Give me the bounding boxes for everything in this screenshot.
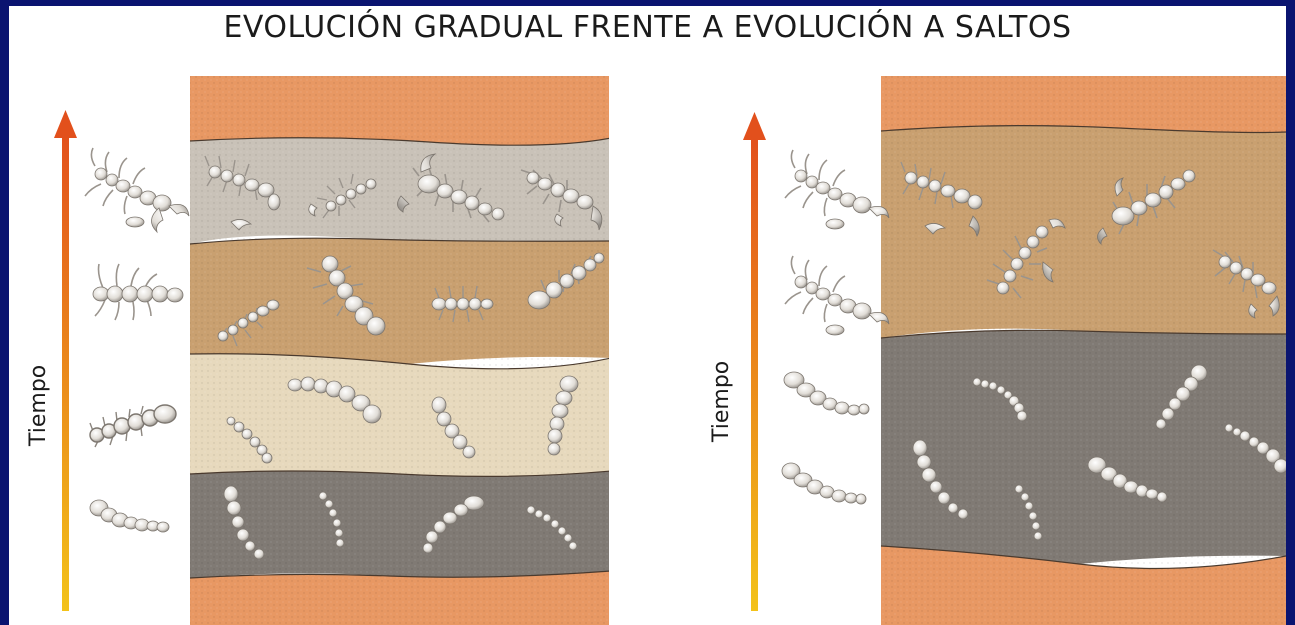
scorpion-column-specimen bbox=[785, 256, 889, 335]
figure-frame: EVOLUCIÓN GRADUAL FRENTE A EVOLUCIÓN A S… bbox=[9, 6, 1286, 625]
time-arrow-right bbox=[743, 112, 766, 611]
scorpion-column-specimen bbox=[785, 150, 889, 229]
worm-column-specimen bbox=[782, 463, 866, 504]
saltos-panel: Tiempo bbox=[699, 76, 1286, 625]
gradual-diagram bbox=[9, 76, 609, 625]
saltos-diagram bbox=[699, 76, 1286, 625]
time-axis-label-right: Tiempo bbox=[709, 361, 734, 442]
gradual-panel: Tiempo bbox=[9, 76, 609, 625]
scorpion-column-specimen bbox=[85, 148, 189, 232]
time-arrow-left bbox=[54, 110, 77, 611]
short-legged-column-specimen bbox=[90, 405, 176, 447]
worm-column-specimen bbox=[784, 372, 869, 415]
figure-title: EVOLUCIÓN GRADUAL FRENTE A EVOLUCIÓN A S… bbox=[9, 10, 1286, 45]
strata-right bbox=[881, 76, 1286, 625]
many-legged-column-specimen bbox=[93, 264, 183, 320]
worm-column-specimen bbox=[90, 500, 169, 532]
time-axis-label-left: Tiempo bbox=[26, 365, 51, 446]
